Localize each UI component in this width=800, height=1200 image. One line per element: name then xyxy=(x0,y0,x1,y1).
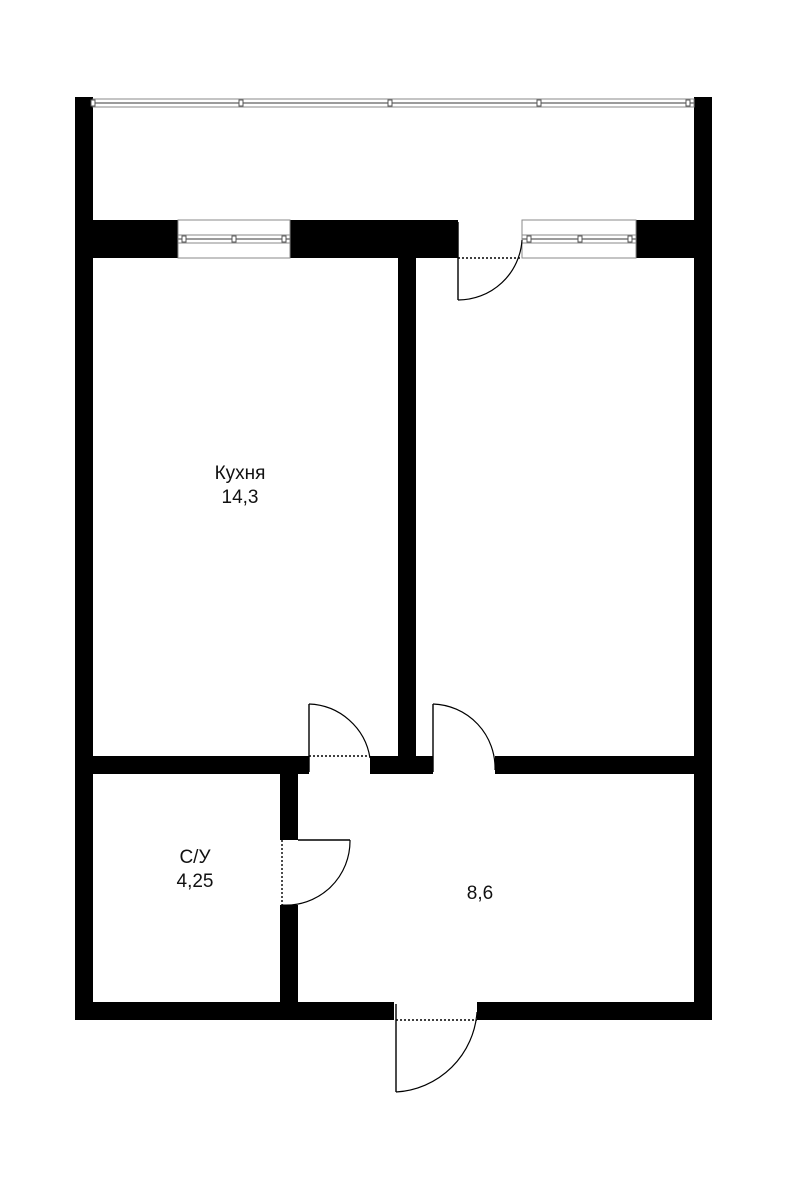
bathroom-area: 4,25 xyxy=(176,871,214,892)
wall-balcony-middle xyxy=(290,220,458,258)
balcony-window xyxy=(90,98,695,108)
wall-bathroom-lower xyxy=(280,905,298,1002)
wall-outer-bottom-left xyxy=(75,1002,394,1020)
wall-balcony-left xyxy=(75,220,178,258)
kitchen-name: Кухня xyxy=(214,463,266,484)
kitchen-label: Кухня 14,3 xyxy=(185,462,295,510)
wall-balcony-right xyxy=(636,220,712,258)
wall-corridor-left xyxy=(75,756,309,774)
balcony-door xyxy=(457,222,523,301)
wall-bathroom-upper xyxy=(280,774,298,840)
entrance-door xyxy=(395,1004,478,1093)
hall-label: 8,6 xyxy=(440,882,520,906)
wall-outer-right xyxy=(694,97,712,1020)
wall-corridor-mid xyxy=(370,756,433,774)
bathroom-door xyxy=(281,839,351,906)
room-door xyxy=(432,703,496,772)
wall-outer-bottom-right xyxy=(477,1002,712,1020)
wall-outer-left xyxy=(75,97,93,1020)
room-window xyxy=(521,219,637,259)
wall-corridor-right xyxy=(495,756,712,774)
bathroom-name: С/У xyxy=(179,847,211,868)
wall-kitchen-room xyxy=(398,258,416,774)
bathroom-label: С/У 4,25 xyxy=(150,846,240,894)
kitchen-door xyxy=(308,703,371,772)
kitchen-area: 14,3 xyxy=(221,487,259,508)
kitchen-window xyxy=(177,219,291,259)
hall-area: 8,6 xyxy=(466,883,494,904)
